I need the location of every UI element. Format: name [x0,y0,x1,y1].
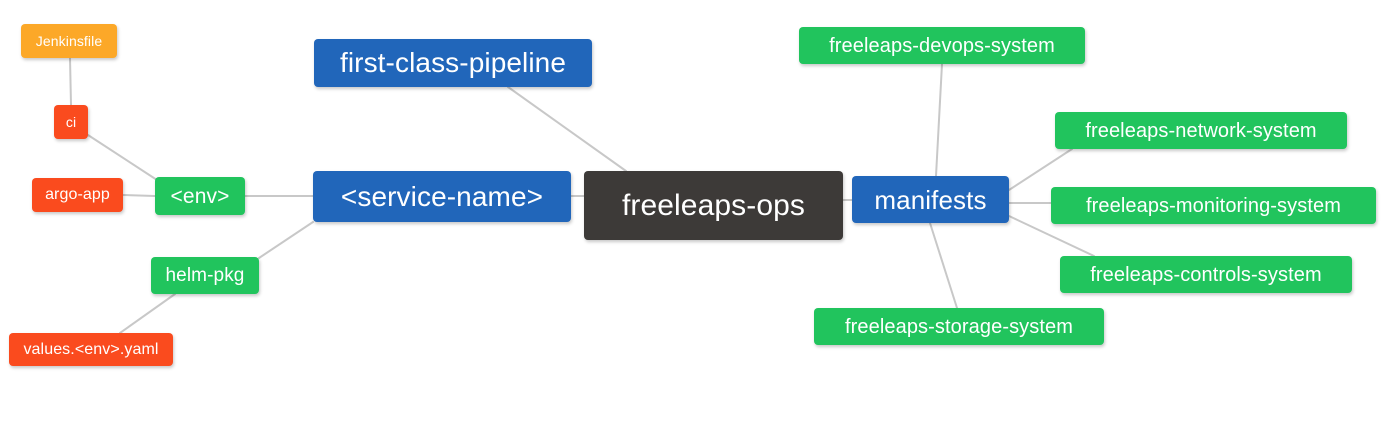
node-label-freeleaps-controls-system: freeleaps-controls-system [1090,263,1322,286]
node-freeleaps-network-system[interactable]: freeleaps-network-system [1055,112,1347,149]
edge-argo-app-to-env [122,194,156,197]
node-argo-app[interactable]: argo-app [32,178,123,212]
edge-manifests-to-freeleaps-storage-system [929,222,958,309]
node-label-jenkinsfile: Jenkinsfile [35,33,103,49]
edge-jenkinsfile-to-ci [69,57,72,106]
node-label-argo-app: argo-app [45,186,110,203]
node-env[interactable]: <env> [155,177,245,215]
node-label-freeleaps-monitoring-system: freeleaps-monitoring-system [1085,194,1341,217]
node-freeleaps-storage-system[interactable]: freeleaps-storage-system [814,308,1104,345]
node-values-env-yaml[interactable]: values.<env>.yaml [9,333,173,366]
node-service-name[interactable]: <service-name> [313,171,571,222]
node-freeleaps-controls-system[interactable]: freeleaps-controls-system [1060,256,1352,293]
edge-service-name-to-helm-pkg [258,221,314,259]
edge-manifests-to-freeleaps-devops-system [935,63,943,177]
node-freeleaps-ops[interactable]: freeleaps-ops [584,171,843,240]
node-label-freeleaps-devops-system: freeleaps-devops-system [829,34,1055,57]
node-label-freeleaps-storage-system: freeleaps-storage-system [844,315,1074,338]
node-first-class-pipeline[interactable]: first-class-pipeline [314,39,592,87]
node-label-freeleaps-network-system: freeleaps-network-system [1085,119,1317,142]
node-label-service-name: <service-name> [340,180,544,212]
node-jenkinsfile[interactable]: Jenkinsfile [21,24,117,58]
node-label-helm-pkg: helm-pkg [165,265,245,286]
node-helm-pkg[interactable]: helm-pkg [151,257,259,294]
edge-first-class-pipeline-to-freeleaps-ops [507,86,627,172]
node-freeleaps-monitoring-system[interactable]: freeleaps-monitoring-system [1051,187,1376,224]
node-manifests[interactable]: manifests [852,176,1009,223]
edge-manifests-to-freeleaps-network-system [1008,148,1073,191]
edge-ci-to-env [87,134,158,181]
node-ci[interactable]: ci [54,105,88,139]
node-label-first-class-pipeline: first-class-pipeline [339,47,567,78]
node-label-freeleaps-ops: freeleaps-ops [621,188,806,222]
node-label-values-env-yaml: values.<env>.yaml [23,340,159,358]
edge-helm-pkg-to-values-env-yaml [119,293,176,334]
node-label-manifests: manifests [874,184,987,215]
node-label-ci: ci [65,114,77,130]
node-label-env: <env> [170,184,230,208]
node-freeleaps-devops-system[interactable]: freeleaps-devops-system [799,27,1085,64]
